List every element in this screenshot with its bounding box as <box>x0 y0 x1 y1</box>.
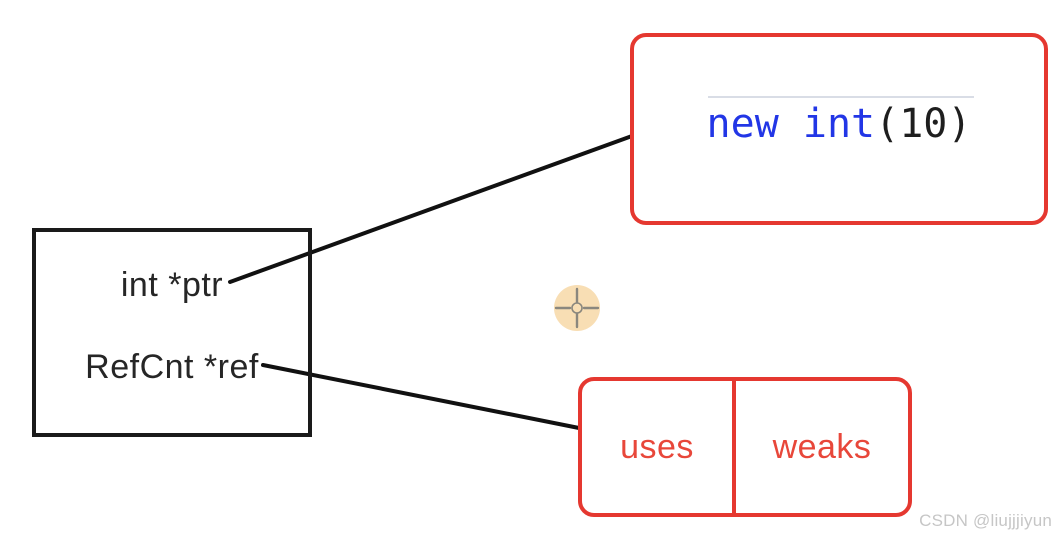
watermark: CSDN @liujjjiyun <box>919 511 1052 530</box>
weaks-label: weaks <box>772 427 872 466</box>
field-label-int-ptr: int *ptr <box>120 266 224 304</box>
cell-divider <box>732 381 736 513</box>
field-label-refcnt-ref: RefCnt *ref <box>85 348 259 386</box>
uses-label: uses <box>620 427 694 466</box>
code-underline <box>708 96 974 98</box>
crosshair-cursor-icon <box>554 285 600 331</box>
uses-cell: uses <box>582 381 732 513</box>
code-text: new int(10) <box>634 101 1044 147</box>
heap-value-box: new int(10) <box>630 33 1048 225</box>
weaks-cell: weaks <box>736 381 908 513</box>
code-args: (10) <box>875 101 972 147</box>
shared-ptr-box: int *ptr RefCnt *ref <box>32 228 312 437</box>
refcount-box: uses weaks <box>578 377 912 517</box>
code-keyword: new int <box>706 101 876 147</box>
